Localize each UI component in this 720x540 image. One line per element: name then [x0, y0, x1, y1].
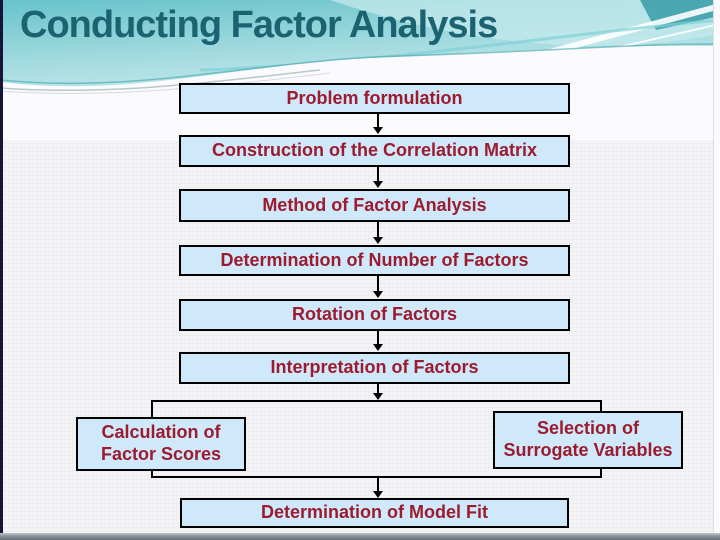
flow-step-correlation-matrix: Construction of the Correlation Matrix [179, 135, 570, 167]
flow-arrow-3 [373, 222, 383, 244]
flow-step-problem-formulation: Problem formulation [179, 83, 570, 114]
flow-step-label: Determination of Number of Factors [220, 249, 529, 270]
flow-step-label: Problem formulation [286, 87, 463, 108]
flow-step-label: Rotation of Factors [292, 304, 457, 325]
flow-arrow-4 [373, 276, 383, 298]
flow-step-label: Determination of Model Fit [261, 502, 488, 523]
flow-arrow-5 [373, 331, 383, 351]
slide-right-border [713, 0, 720, 540]
slide-bottom-border [0, 533, 720, 540]
branch-label-line2: Factor Scores [100, 444, 222, 464]
flow-arrow-2 [373, 167, 383, 188]
branch-label-line1: Calculation of [101, 422, 221, 443]
flow-branch-selection-of-surrogate-variables: Selection of Surrogate Variables [493, 411, 683, 469]
flow-arrow-7 [373, 478, 383, 498]
flow-step-number-of-factors: Determination of Number of Factors [179, 245, 570, 276]
slide-left-border [0, 0, 3, 540]
flow-step-interpretation-of-factors: Interpretation of Factors [179, 352, 570, 384]
flow-step-determination-of-model-fit: Determination of Model Fit [180, 498, 569, 528]
page-title: Conducting Factor Analysis [20, 4, 498, 46]
branch-label-line2: Surrogate Variables [503, 440, 673, 460]
flow-step-method-of-factor-analysis: Method of Factor Analysis [179, 189, 570, 222]
flow-step-label: Construction of the Correlation Matrix [211, 140, 537, 161]
branch-label-line1: Selection of [536, 418, 639, 439]
flow-arrow-6 [373, 384, 383, 400]
flow-branch-calculation-of-factor-scores: Calculation of Factor Scores [76, 417, 246, 471]
flow-arrow-1 [373, 114, 383, 134]
flow-step-label: Interpretation of Factors [270, 357, 479, 378]
flow-step-rotation-of-factors: Rotation of Factors [179, 299, 570, 331]
flow-step-label: Method of Factor Analysis [262, 194, 487, 215]
